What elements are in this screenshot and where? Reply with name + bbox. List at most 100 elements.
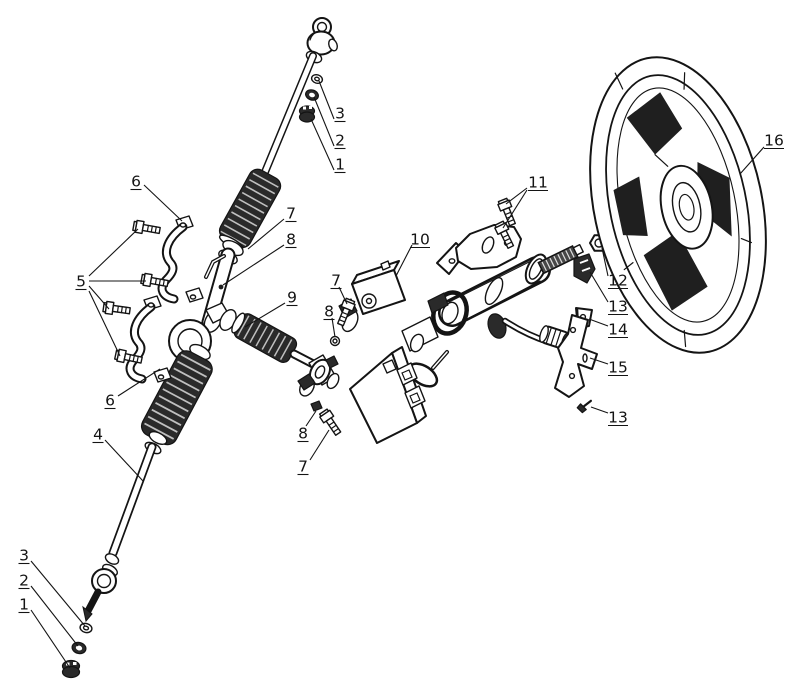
clamp-bolt-3 (102, 300, 132, 318)
bracket-15 (554, 314, 598, 398)
callout-4-9: 4 (92, 426, 144, 482)
callout-label: 7 (298, 458, 308, 476)
callout-14-19: 14 (588, 318, 628, 339)
leader-line (305, 410, 317, 427)
leader-line (318, 80, 335, 120)
leader-line (30, 560, 86, 627)
callout-11-13: 11 (502, 174, 548, 229)
callout-label: 3 (335, 105, 345, 123)
leader-line (395, 244, 413, 277)
callout-label: 16 (764, 132, 784, 150)
leader-line (30, 585, 79, 647)
leader-line (244, 302, 286, 328)
leader-line (589, 357, 609, 365)
callout-label: 8 (286, 231, 296, 249)
leader-line (88, 228, 139, 277)
leader-line (588, 318, 609, 327)
leader-line (590, 406, 609, 414)
callout-label: 6 (131, 173, 141, 191)
callout-1-12: 1 (18, 596, 71, 669)
column-splined-shaft (537, 243, 584, 275)
callout-label: 7 (331, 272, 341, 290)
callout-13-21: 13 (590, 406, 628, 427)
callout-label: 13 (608, 409, 628, 427)
leader-line (502, 189, 528, 229)
steering-wheel (589, 56, 767, 354)
callout-label: 12 (608, 272, 628, 290)
callout-16-24: 16 (739, 132, 784, 175)
callout-label: 10 (410, 231, 430, 249)
callout-label: 13 (608, 298, 628, 316)
callout-12-17: 12 (601, 247, 628, 290)
leader-line (30, 609, 71, 669)
leader-line (310, 118, 335, 171)
leader-line (338, 286, 348, 305)
leader-line (739, 146, 765, 175)
nut-8-bottom (310, 400, 323, 412)
leader-line (309, 429, 330, 461)
leader-line (88, 290, 121, 357)
callout-6-8: 6 (104, 368, 161, 410)
mount-clamp-lower (125, 295, 172, 384)
callout-5-6: 5 (75, 228, 146, 357)
callout-label: 11 (528, 174, 548, 192)
callout-7-4: 7 (247, 205, 297, 250)
clip-13-top (573, 253, 596, 284)
callout-3-0: 3 (318, 80, 346, 123)
callout-15-20: 15 (589, 357, 628, 377)
callout-2-11: 2 (18, 572, 79, 647)
leader-line (505, 187, 528, 205)
bolt-7-bottom (317, 407, 344, 438)
callout-13-18: 13 (589, 271, 628, 316)
callout-8-5: 8 (222, 231, 297, 286)
callout-label: 4 (93, 426, 103, 444)
callout-8-16: 8 (323, 303, 336, 338)
callout-1-2: 1 (310, 118, 346, 174)
callout-label: 5 (76, 273, 86, 291)
steering-rack-assembly (61, 17, 338, 679)
callout-8-22: 8 (297, 410, 317, 443)
callout-label: 2 (335, 132, 345, 150)
callout-7-15: 7 (330, 272, 348, 305)
callout-label: 7 (286, 205, 296, 223)
leader-line (143, 184, 183, 222)
tube-set-screw (218, 284, 224, 290)
leader-line (222, 244, 285, 286)
leader-line (104, 439, 144, 482)
callout-label: 2 (19, 572, 29, 590)
leader-line (589, 271, 609, 303)
lever-pivot (487, 313, 507, 339)
tie-rod-end-bottom (82, 553, 120, 623)
callout-label: 8 (324, 303, 334, 321)
washer-nut-set-top (298, 73, 324, 123)
callout-2-1: 2 (313, 96, 346, 150)
intermediate-boot (231, 312, 298, 363)
callout-7-23: 7 (297, 429, 330, 476)
callout-label: 14 (608, 321, 628, 339)
callout-label: 9 (287, 289, 297, 307)
wheel-spokes (613, 92, 732, 311)
callout-9-7: 9 (244, 289, 298, 328)
eps-control-unit (349, 346, 427, 444)
intermediate-shaft (219, 309, 340, 397)
leader-line (313, 96, 335, 147)
washer-nut-set-bottom (61, 622, 93, 679)
callout-label: 1 (335, 156, 345, 174)
leader-line (247, 218, 285, 250)
callout-label: 1 (19, 596, 29, 614)
callout-label: 8 (298, 425, 308, 443)
leader-line (331, 317, 336, 338)
callout-6-3: 6 (130, 173, 183, 222)
leader-line (88, 285, 110, 310)
callout-10-14: 10 (395, 231, 430, 277)
eps-motor-housing (351, 260, 406, 315)
screw-13-bottom (576, 399, 592, 414)
callout-label: 15 (608, 359, 628, 377)
leader-line (601, 247, 609, 277)
wheel-hub (659, 164, 714, 250)
callout-3-10: 3 (18, 547, 86, 627)
steering-column-assembly (310, 197, 609, 444)
